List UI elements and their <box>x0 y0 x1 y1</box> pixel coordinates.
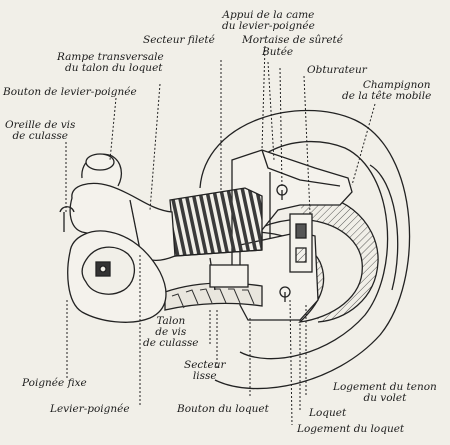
label-secteur-lisse-line-2: lisse <box>192 370 217 382</box>
label-oreille-line-2: de culasse <box>12 130 68 142</box>
label-levier-poignee: Levier-poignée <box>50 403 130 415</box>
label-champignon: Champignon de la tête mobile <box>342 80 431 102</box>
label-obturateur: Obturateur <box>307 64 367 76</box>
label-rampe: Rampe transversale du talon du loquet <box>57 52 164 74</box>
label-bouton-loquet: Bouton du loquet <box>177 403 269 415</box>
label-mortaise: Mortaise de sûreté <box>242 34 343 46</box>
label-talon-line-2: de vis <box>155 326 187 338</box>
smooth-sector <box>164 257 263 311</box>
label-logement-tenon: Logement du tenon du volet <box>333 382 437 404</box>
label-appui-came: Appui de la came du levier-poignée <box>222 10 315 32</box>
label-rampe-line-2: du talon du loquet <box>65 62 163 74</box>
fixed-grip <box>67 230 167 323</box>
label-appui-came-line-2: du levier-poignée <box>222 20 315 32</box>
label-logement-tenon-line-2: du volet <box>363 392 407 404</box>
lever-handle <box>59 153 176 262</box>
label-oreille-line-1: Oreille de vis <box>5 119 76 131</box>
obturator-disc <box>199 109 411 390</box>
label-logement-tenon-line-1: Logement du tenon <box>333 381 437 393</box>
label-butee: Butée <box>262 46 294 58</box>
label-secteur-lisse-line-1: Secteur <box>184 359 226 371</box>
label-champignon-line-2: de la tête mobile <box>342 90 432 102</box>
label-appui-came-line-1: Appui de la came <box>222 9 315 21</box>
label-talon-line-3: de culasse <box>143 337 199 349</box>
threaded-sector <box>169 187 263 257</box>
label-talon: Talon de vis de culasse <box>143 316 199 349</box>
label-rampe-line-1: Rampe transversale <box>57 51 164 63</box>
label-oreille: Oreille de vis de culasse <box>5 120 75 142</box>
label-bouton-levier: Bouton de levier-poignée <box>3 86 137 98</box>
label-champignon-line-1: Champignon <box>362 79 431 91</box>
label-secteur-filete: Secteur fileté <box>143 34 215 46</box>
label-loquet: Loquet <box>309 407 347 419</box>
label-poignee-fixe: Poignée fixe <box>22 377 87 389</box>
leader-lines <box>65 45 376 426</box>
label-talon-line-1: Talon <box>156 315 186 327</box>
label-secteur-lisse: Secteur lisse <box>184 360 226 382</box>
label-logement-loquet: Logement du loquet <box>297 423 405 435</box>
